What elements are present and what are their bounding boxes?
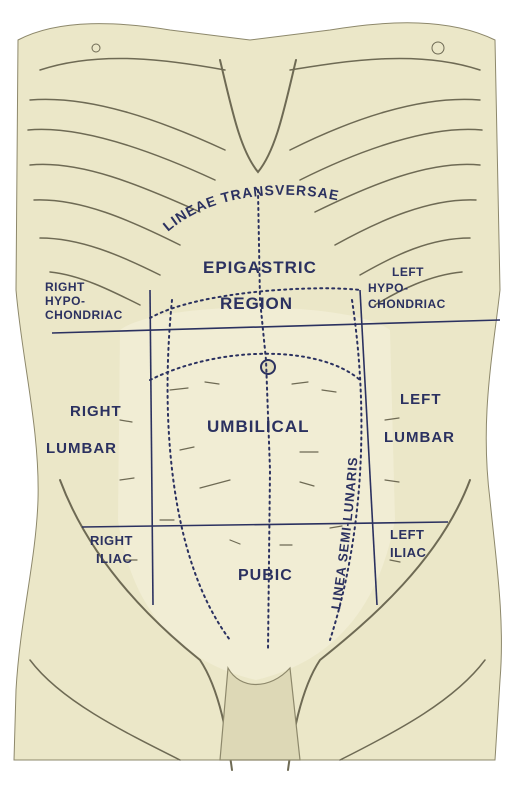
label-right-iliac-2: ILIAC [96, 551, 133, 566]
label-pubic: PUBIC [238, 567, 293, 584]
label-left-lumbar-2: LUMBAR [384, 429, 455, 446]
label-right-lumbar-2: LUMBAR [46, 440, 117, 457]
label-left-hypochondriac-2: HYPO- [368, 281, 409, 295]
umbilicus [261, 360, 275, 374]
label-left-hypochondriac-1: LEFT [392, 265, 424, 279]
label-left-hypochondriac-3: CHONDRIAC [368, 297, 446, 311]
label-left-iliac-2: ILIAC [390, 545, 427, 560]
label-right-iliac-1: RIGHT [90, 533, 133, 548]
label-right-lumbar-1: RIGHT [70, 403, 122, 420]
label-left-iliac-1: LEFT [390, 527, 425, 542]
label-epigastric: EPIGASTRIC [203, 258, 317, 277]
label-right-hypochondriac-3: CHONDRIAC [45, 308, 123, 322]
label-right-hypochondriac-1: RIGHT [45, 280, 85, 294]
label-umbilical: UMBILICAL [207, 417, 309, 436]
label-left-lumbar-1: LEFT [400, 391, 442, 408]
label-epigastric-region: REGION [220, 294, 293, 313]
label-right-hypochondriac-2: HYPO- [45, 294, 86, 308]
